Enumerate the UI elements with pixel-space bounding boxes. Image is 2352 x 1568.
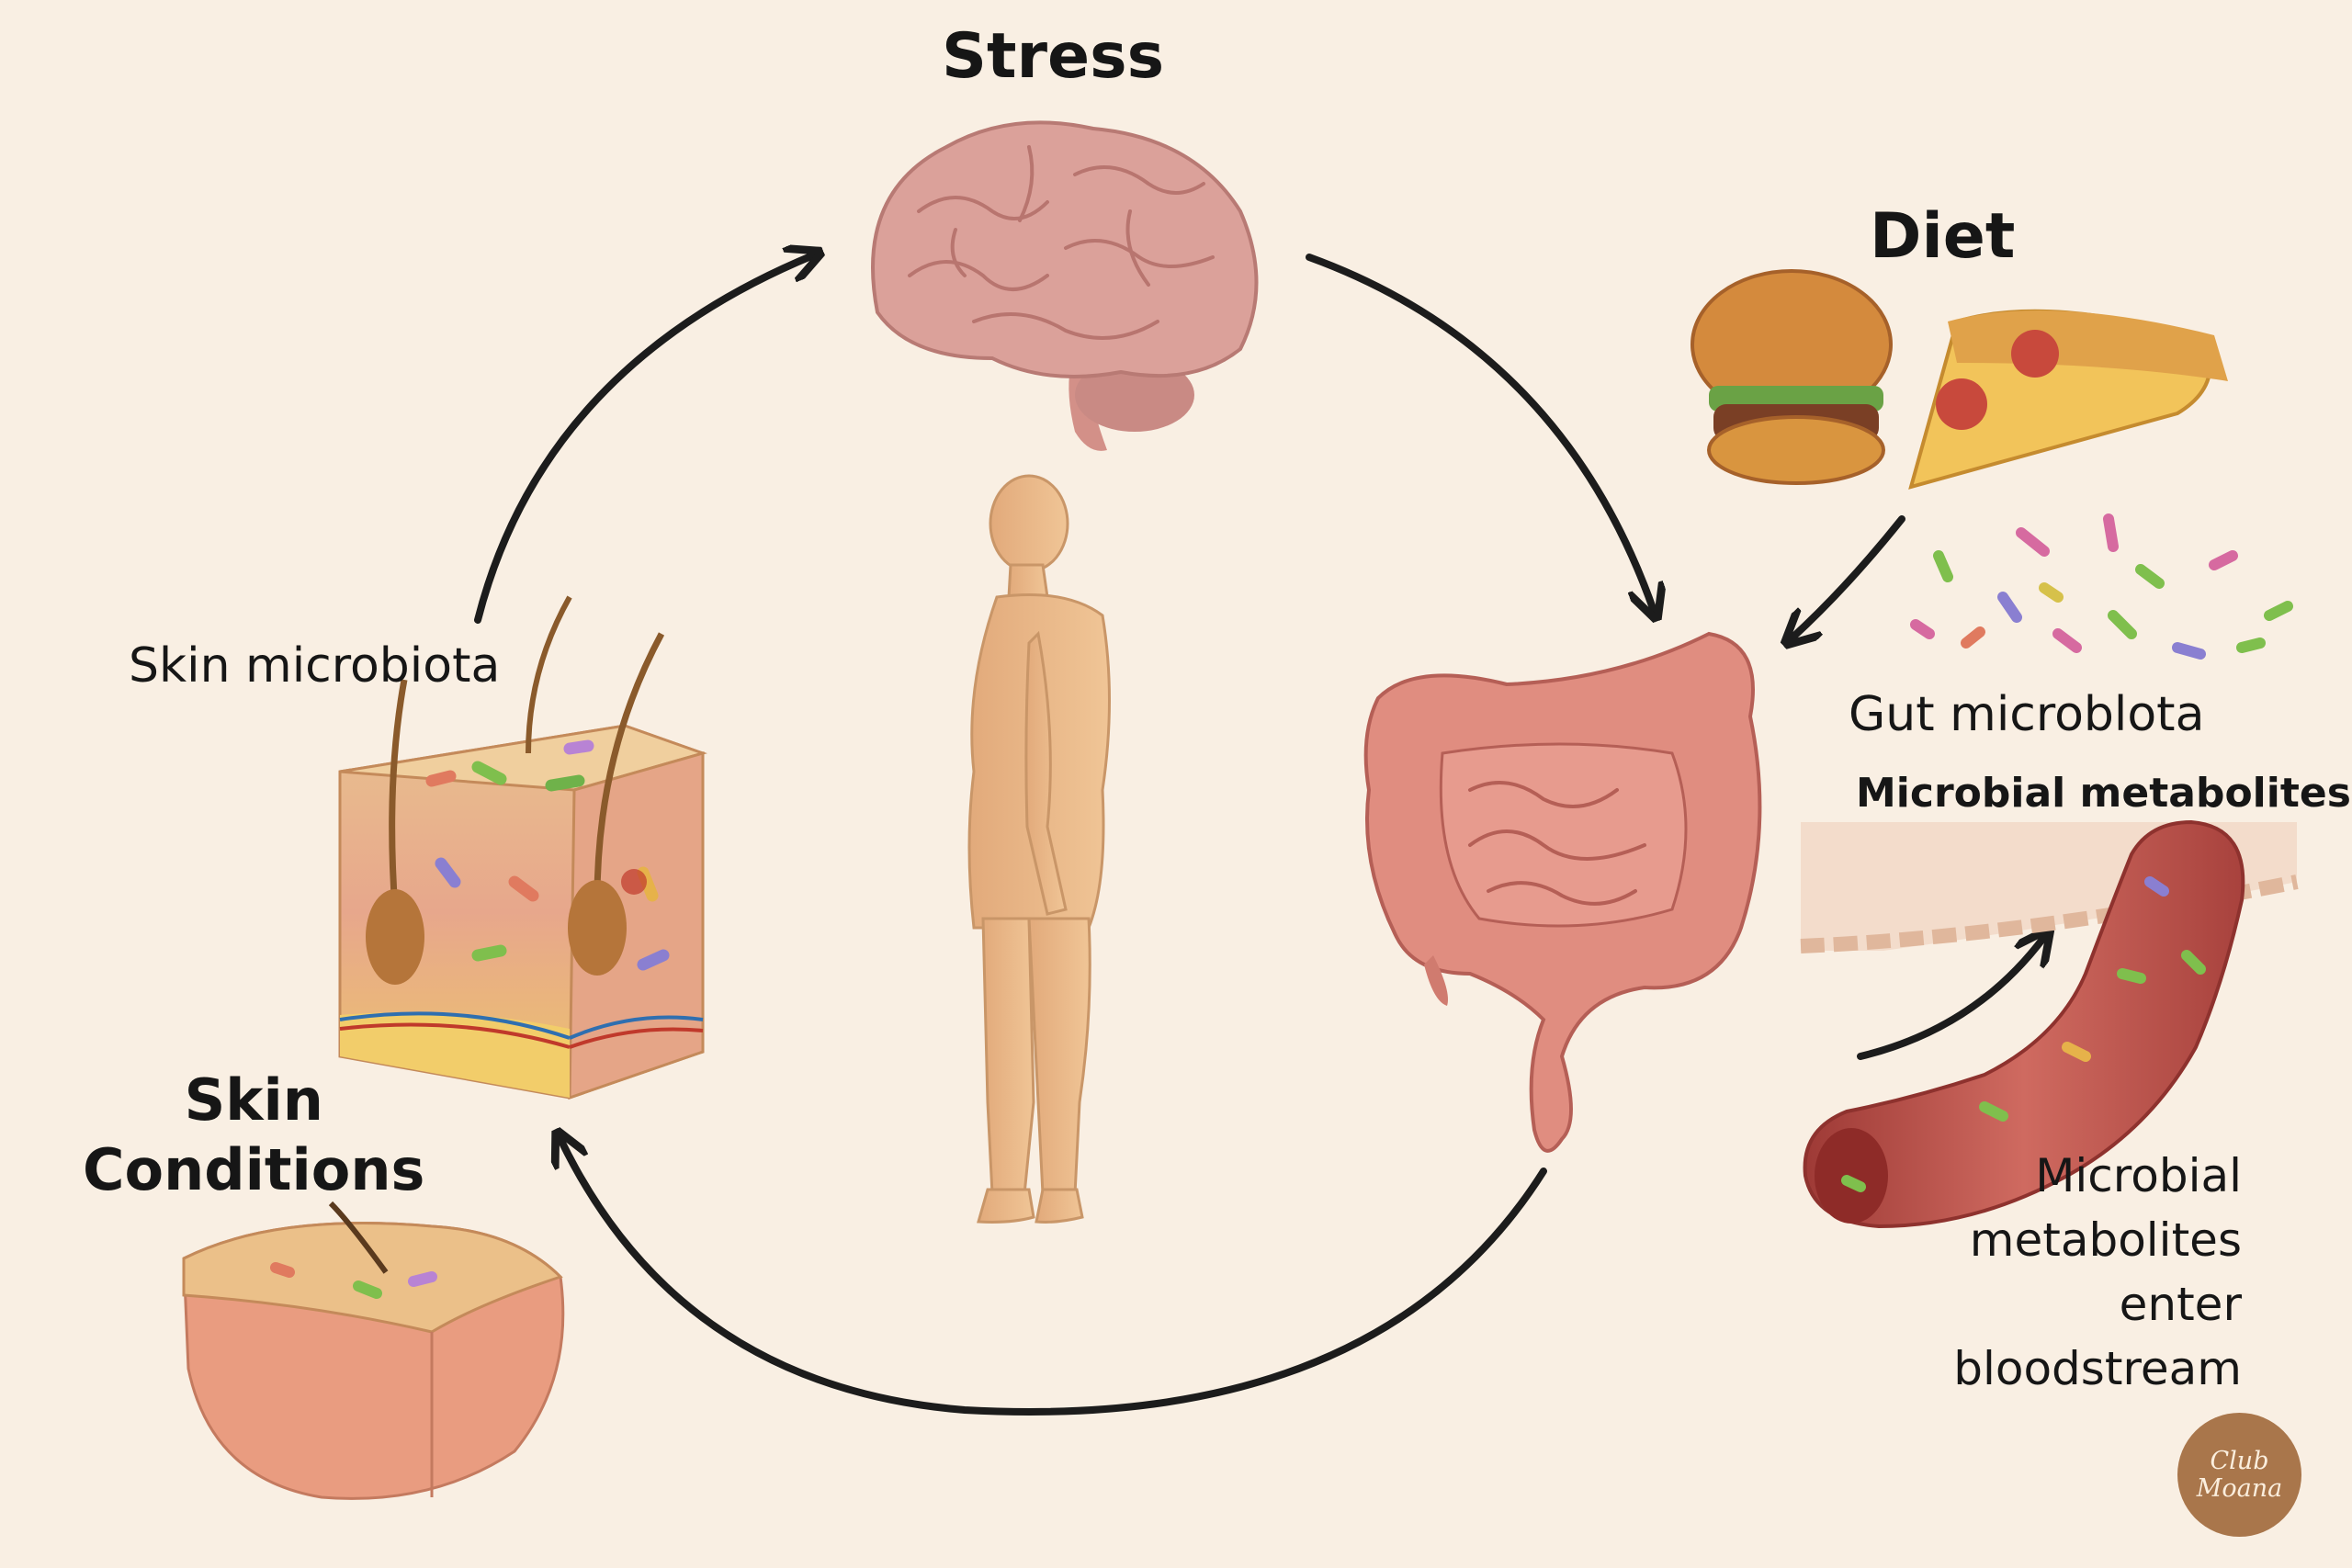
skin-conditions-label: Skin Conditions: [83, 1066, 424, 1205]
skin-conditions-line1: Skin: [184, 1066, 323, 1134]
bloodstream-line4: bloodstream: [1953, 1342, 2242, 1395]
stress-label: Stress: [942, 20, 1165, 93]
gut-microbiota-label: Gut microblota: [1849, 687, 2205, 742]
logo-line1: Club: [2210, 1446, 2269, 1475]
arrow-skin-to-stress: [474, 255, 813, 624]
microbial-metabolites-label: Microbial metabolites: [1856, 770, 2351, 817]
bloodstream-line1: Microbial: [2035, 1149, 2242, 1202]
cycle-arrows: [474, 254, 2044, 1416]
gut-illustration: [1363, 631, 1762, 1153]
burger-illustration: [1690, 269, 1893, 485]
brain-illustration: [871, 120, 1259, 451]
skin-conditions-line2: Conditions: [83, 1136, 425, 1203]
human-body-illustration: [967, 474, 1111, 1224]
bloodstream-line3: enter: [2119, 1278, 2242, 1331]
arrow-diet-to-gut: [1792, 515, 1905, 638]
skin-condition-illustration: [182, 1201, 565, 1500]
club-moana-logo: Club Moana: [2177, 1413, 2301, 1537]
skin-block-illustration: [338, 595, 707, 1100]
logo-line2: Moana: [2196, 1473, 2283, 1503]
bloodstream-line2: metabolites: [1969, 1213, 2242, 1267]
gut-microbes: [1910, 513, 2293, 660]
blood-vessel-illustration: [1803, 819, 2245, 1229]
bloodstream-label: Microbial metabolites enter bloodstream: [1948, 1144, 2242, 1401]
diet-label: Diet: [1870, 200, 2016, 273]
skin-microbiota-label: Skin microbiota: [129, 638, 501, 694]
arrow-stress-to-gut: [1306, 254, 1654, 611]
arrow-gut-to-skin: [560, 1139, 1547, 1416]
pizza-illustration: [1908, 309, 2228, 490]
arrow-to-metabolites: [1857, 937, 2044, 1060]
